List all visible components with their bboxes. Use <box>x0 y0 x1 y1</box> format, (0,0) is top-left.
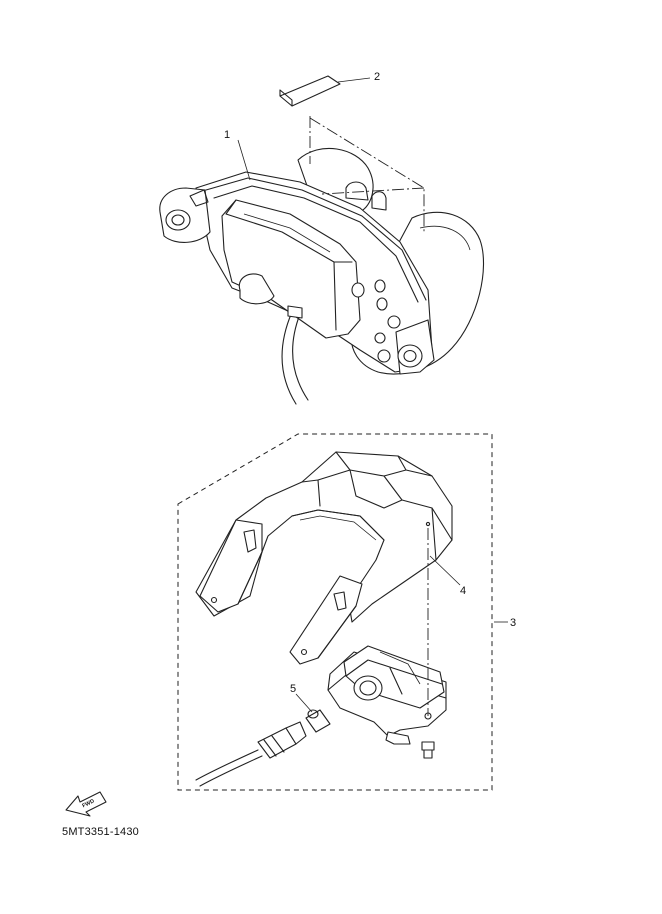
fwd-label: FWD <box>82 798 96 809</box>
connector-pins <box>351 279 401 363</box>
callout-1: 1 <box>224 129 230 141</box>
assembly-line-2b <box>309 117 425 232</box>
fwd-arrow-icon: FWD <box>65 791 107 817</box>
callout-4: 4 <box>460 585 466 597</box>
callout-3: 3 <box>510 617 516 629</box>
leader-1 <box>237 139 251 181</box>
bulb-sleeve <box>305 709 331 733</box>
license-light-cover <box>195 451 453 665</box>
leader-2 <box>337 77 371 83</box>
tail-light-unit <box>159 147 485 405</box>
reflector-plate <box>279 75 341 107</box>
leader-4 <box>429 555 461 586</box>
socket-wire <box>195 721 307 787</box>
callout-5: 5 <box>290 683 296 695</box>
leader-5 <box>295 693 313 713</box>
license-lamp-assembly <box>327 645 447 759</box>
callout-2: 2 <box>374 71 380 83</box>
drawing-code: 5MT3351-1430 <box>62 826 140 838</box>
assembly-line-2c <box>321 187 425 195</box>
